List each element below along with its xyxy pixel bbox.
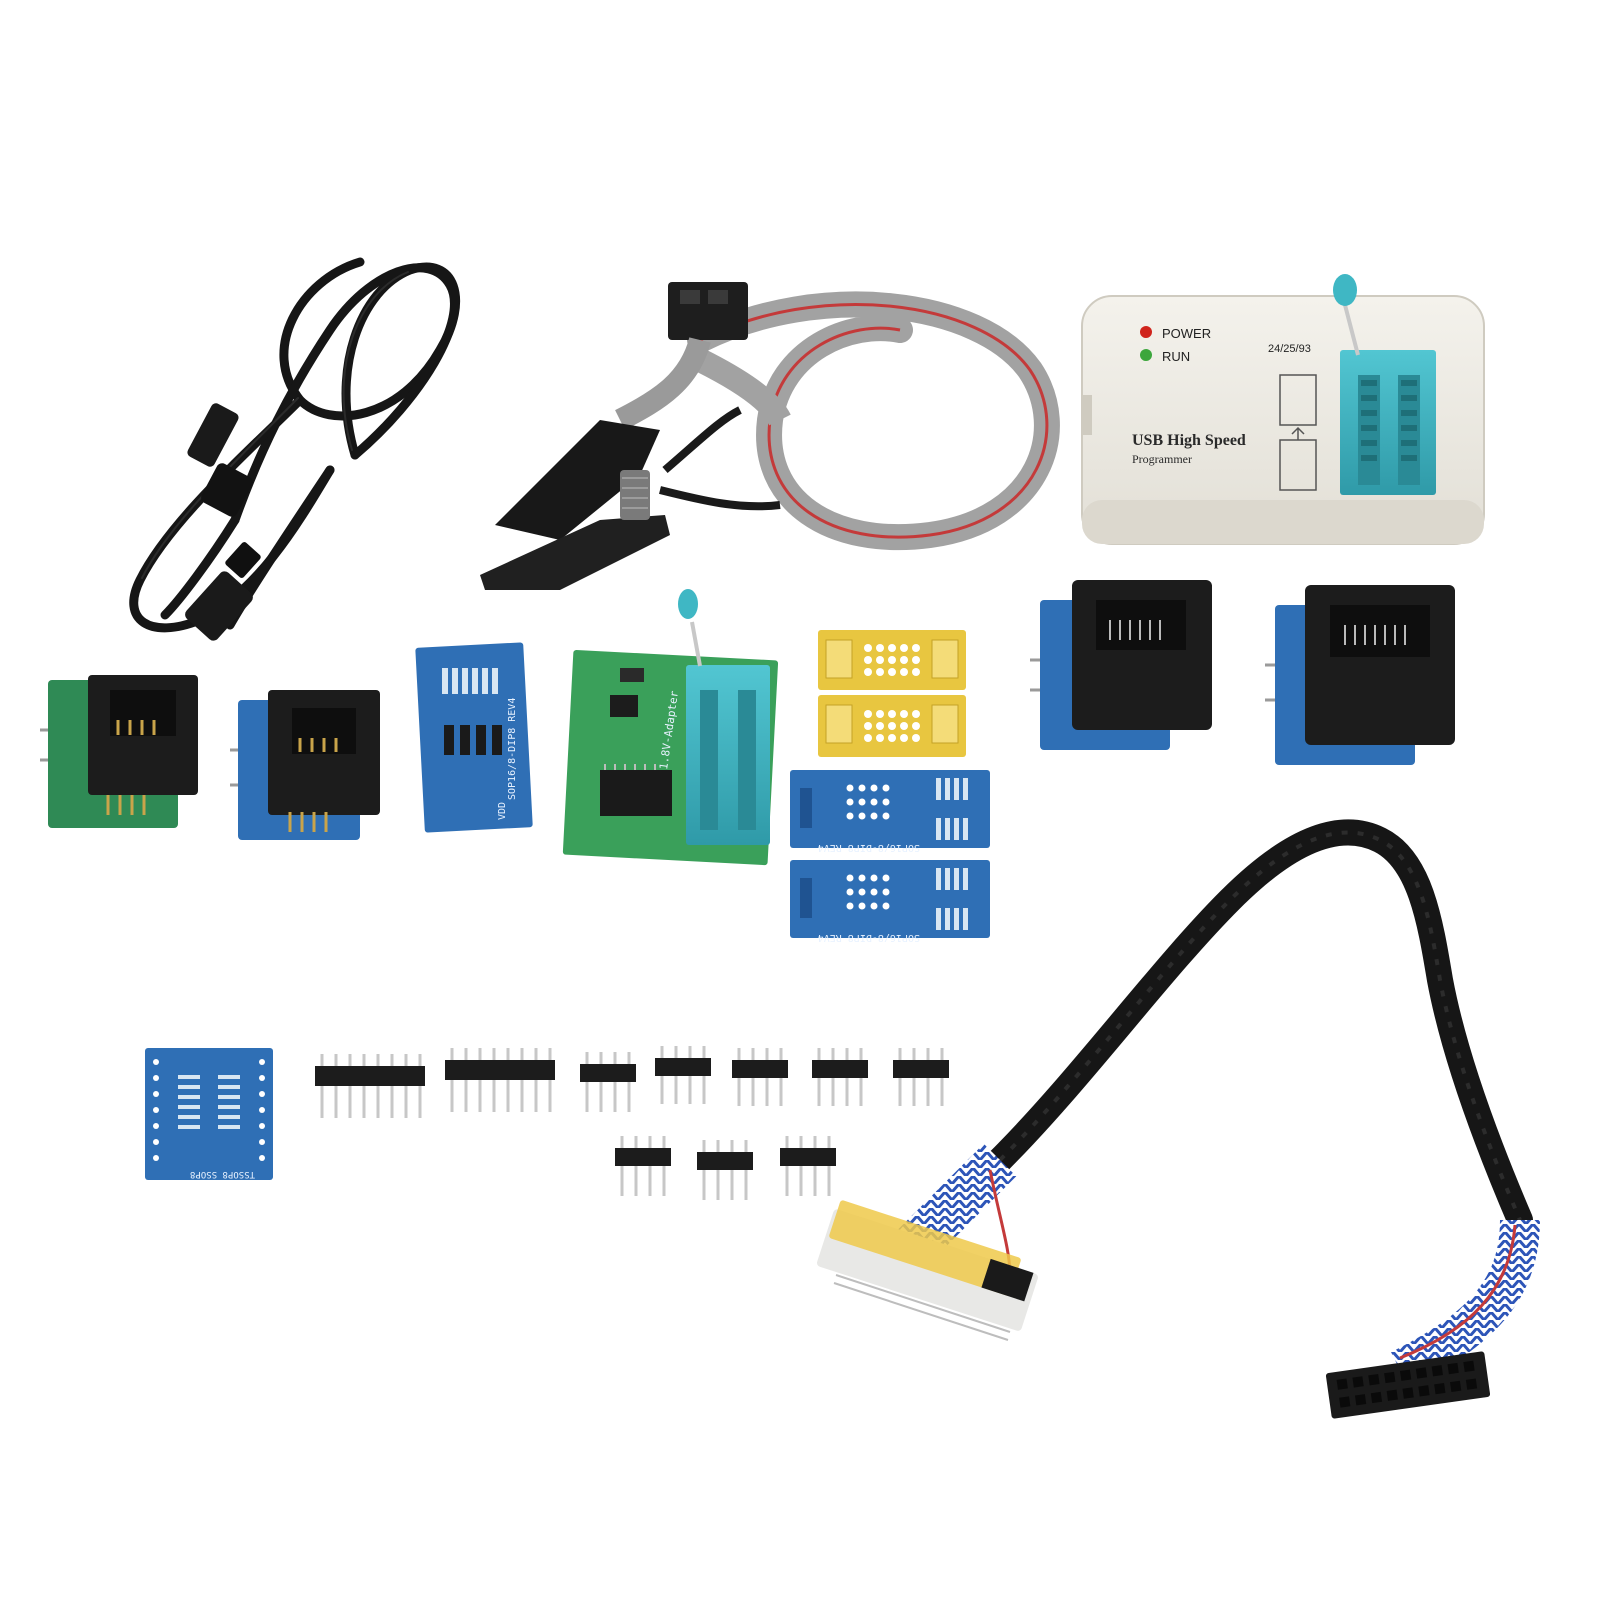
pin-header-4-f [615, 1136, 671, 1196]
pin-header-4-b [655, 1046, 711, 1104]
sop-board-label: SOP16/8-DIP8 REV4 [507, 698, 518, 800]
sop16-socket-adapter-2 [1265, 585, 1455, 765]
zif-socket-small [678, 589, 770, 845]
idc-connector [668, 282, 748, 340]
lvds-cable [817, 819, 1540, 1419]
pin-header-4-d [812, 1048, 868, 1106]
lvds-connector-right [1325, 1351, 1491, 1419]
sop-board-1-label: SOP16/8-DIP8 REV4 [818, 842, 920, 853]
pin-header-8-b [445, 1048, 555, 1112]
test-clip [480, 406, 781, 590]
pin-header-4-h [780, 1136, 836, 1196]
pin-header-4-g [697, 1140, 753, 1200]
sop16-dip-board-1: SOP16/8-DIP8 REV4 [790, 770, 990, 853]
sop16-dip-board-2: SOP16/8-DIP8 REV4 [790, 860, 990, 943]
sop-board-2-label: SOP16/8-DIP8 REV4 [818, 932, 920, 943]
adapter-1-8v: 1.8V-Adapter [562, 589, 779, 866]
soic-clip-cable [480, 282, 1060, 590]
power-label: POWER [1162, 326, 1211, 341]
pin-header-4-a [580, 1052, 636, 1112]
pin-header-4-e [893, 1048, 949, 1106]
power-led [1140, 326, 1152, 338]
sop8-socket-adapter-2 [230, 690, 380, 840]
tssop-board-label: TSSOP8 SSOP8 [190, 1169, 255, 1179]
chip-family-label: 24/25/93 [1268, 343, 1311, 355]
usb-cable [129, 257, 460, 641]
tssop-adapter-board: TSSOP8 SSOP8 [145, 1048, 273, 1180]
run-label: RUN [1162, 349, 1190, 364]
brand-line-2: Programmer [1132, 452, 1192, 466]
brand-line-1: USB High Speed [1132, 432, 1246, 449]
sop-board-vdd: VDD [497, 802, 508, 820]
zif-socket [1333, 274, 1436, 495]
run-led [1140, 349, 1152, 361]
usb-b-plug [187, 403, 253, 517]
sop16-socket-adapter-1 [1030, 580, 1212, 750]
sop16-dip-board-vertical: SOP16/8-DIP8 REV4 VDD [415, 642, 533, 833]
usb-programmer: POWER RUN 24/25/93 USB High Speed Progra… [1081, 274, 1485, 545]
usb-a-plug [185, 542, 261, 641]
pin-headers [315, 1046, 949, 1200]
gold-adapter-board-1 [818, 630, 966, 690]
pin-header-4-c [732, 1048, 788, 1106]
sop8-socket-adapter-1 [40, 675, 198, 828]
pin-header-8-a [315, 1054, 425, 1118]
gold-adapter-board-2 [818, 695, 966, 757]
lvds-connector-left [817, 1200, 1038, 1341]
